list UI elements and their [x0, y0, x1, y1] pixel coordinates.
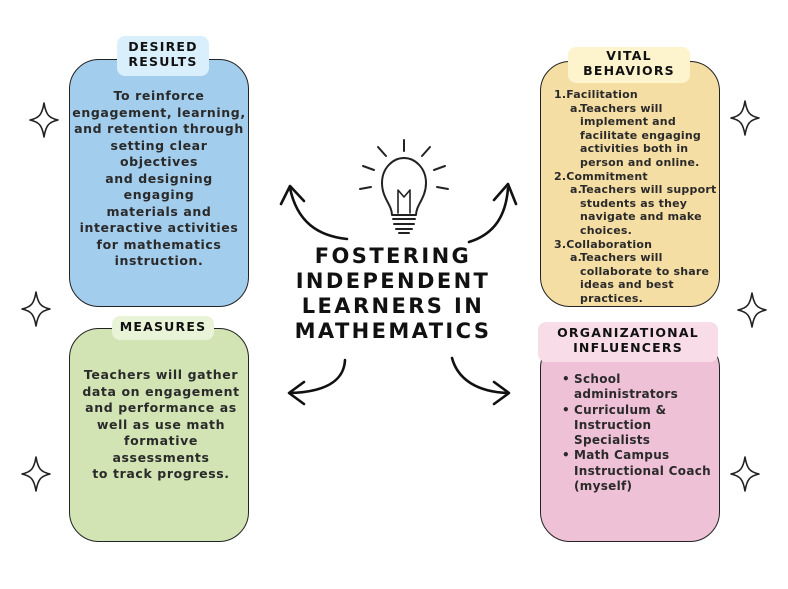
- text-line: implement and: [580, 115, 676, 129]
- text-line: Teachers will: [580, 101, 663, 115]
- title-line: FOSTERING: [314, 244, 472, 268]
- title-line: LEARNERS IN: [301, 294, 485, 318]
- desired-results-label-line: DESIRED: [128, 39, 198, 54]
- measures-label-text: MEASURES: [119, 319, 207, 334]
- sparkle-star-icon: [21, 456, 51, 492]
- text-line: facilitate engaging: [580, 128, 702, 142]
- text-line: instruction.: [114, 253, 204, 268]
- list-number: 1.: [554, 88, 567, 101]
- text-line: Instructional Coach: [574, 463, 711, 478]
- measures-label: MEASURES: [112, 316, 214, 340]
- organizational-influencers-label: ORGANIZATIONAL INFLUENCERS: [538, 322, 718, 362]
- curved-arrow-icon: [287, 358, 347, 406]
- bullet-icon: •: [562, 402, 570, 417]
- text-line: Math Campus: [574, 448, 670, 463]
- text-line: and performance as: [85, 400, 237, 415]
- text-line: Specialists: [574, 433, 651, 448]
- list-item: 3.Collaboration: [554, 238, 722, 252]
- text-line: and designing engaging: [105, 170, 213, 203]
- list-title: Collaboration: [566, 237, 653, 251]
- vital-behaviors-list: 1.Facilitation a. Teachers will implemen…: [554, 88, 722, 306]
- text-line: data on engagement: [82, 383, 240, 399]
- desired-results-text: To reinforce engagement, learning, and r…: [72, 88, 246, 270]
- text-line: choices.: [580, 223, 632, 237]
- list-number: 3.: [554, 237, 567, 251]
- sub-label: a.: [570, 101, 583, 115]
- text-line: to track progress.: [92, 466, 230, 481]
- list-subitem: a. Teachers will implement and facilitat…: [554, 102, 722, 170]
- vital-behaviors-label: VITAL BEHAVIORS: [568, 47, 690, 83]
- organizational-influencers-card: [540, 338, 720, 542]
- desired-results-card: [69, 59, 249, 307]
- bullet-icon: •: [562, 372, 570, 386]
- text-line: formative assessments: [112, 433, 210, 465]
- text-line: School: [574, 372, 621, 386]
- list-number: 2.: [554, 169, 567, 183]
- curved-arrow-icon: [467, 182, 518, 244]
- measures-text: Teachers will gather data on engagement …: [74, 367, 248, 483]
- text-line: (myself): [574, 479, 633, 494]
- text-line: well as use math: [96, 416, 226, 432]
- list-item: • School administrators: [562, 372, 712, 403]
- title-line: MATHEMATICS: [294, 319, 492, 343]
- text-line: practices.: [580, 291, 643, 305]
- bullet-icon: •: [562, 448, 570, 463]
- title-line: INDEPENDENT: [295, 269, 491, 293]
- list-title: Commitment: [566, 169, 648, 183]
- vital-behaviors-label-line: BEHAVIORS: [583, 63, 675, 78]
- text-line: activities both in: [580, 142, 689, 156]
- curved-arrow-icon: [279, 184, 349, 241]
- text-line: Teachers will support: [580, 183, 717, 197]
- text-line: To reinforce: [113, 88, 205, 103]
- list-item: • Math Campus Instructional Coach (mysel…: [562, 448, 712, 494]
- list-subitem: a. Teachers will support students as the…: [554, 183, 722, 237]
- list-title: Facilitation: [566, 88, 638, 101]
- text-line: setting clear objectives: [110, 137, 208, 170]
- desired-results-label: DESIRED RESULTS: [117, 36, 209, 76]
- organizational-influencers-list: • School administrators • Curriculum & I…: [562, 372, 712, 494]
- main-title: FOSTERING INDEPENDENT LEARNERS IN MATHEM…: [268, 244, 518, 344]
- sparkle-star-icon: [21, 291, 51, 327]
- measures-card: [69, 328, 249, 542]
- curved-arrow-icon: [450, 356, 511, 406]
- desired-results-label-line: RESULTS: [128, 54, 198, 69]
- sparkle-star-icon: [730, 100, 760, 136]
- vital-behaviors-label-line: VITAL: [606, 48, 652, 63]
- list-subitem: a. Teachers will collaborate to share id…: [554, 251, 722, 305]
- list-item: 2.Commitment: [554, 170, 722, 184]
- vital-behaviors-card: [540, 61, 720, 307]
- text-line: Instruction: [574, 417, 652, 432]
- text-line: materials and: [106, 203, 212, 219]
- sparkle-star-icon: [737, 292, 767, 328]
- text-line: and retention through: [74, 121, 244, 136]
- sub-label: a.: [570, 183, 583, 197]
- text-line: engagement, learning,: [72, 104, 246, 120]
- list-item: • Curriculum & Instruction Specialists: [562, 403, 712, 449]
- text-line: Teachers will: [580, 251, 663, 265]
- sparkle-star-icon: [29, 102, 59, 138]
- text-line: Teachers will gather: [83, 367, 239, 382]
- text-line: students as they: [580, 196, 688, 210]
- organizational-influencers-label-line: ORGANIZATIONAL: [557, 325, 699, 340]
- text-line: ideas and best: [580, 278, 674, 292]
- text-line: navigate and make: [580, 210, 702, 224]
- text-line: Curriculum &: [574, 402, 667, 417]
- text-line: person and online.: [580, 155, 700, 169]
- text-line: for mathematics: [96, 236, 222, 252]
- text-line: interactive activities: [79, 220, 239, 235]
- text-line: collaborate to share: [580, 264, 710, 278]
- list-item: 1.Facilitation: [554, 88, 722, 102]
- sparkle-star-icon: [730, 456, 760, 492]
- sub-label: a.: [570, 251, 583, 265]
- organizational-influencers-label-line: INFLUENCERS: [573, 340, 683, 355]
- lightbulb-icon: [359, 139, 449, 234]
- text-line: administrators: [574, 387, 679, 402]
